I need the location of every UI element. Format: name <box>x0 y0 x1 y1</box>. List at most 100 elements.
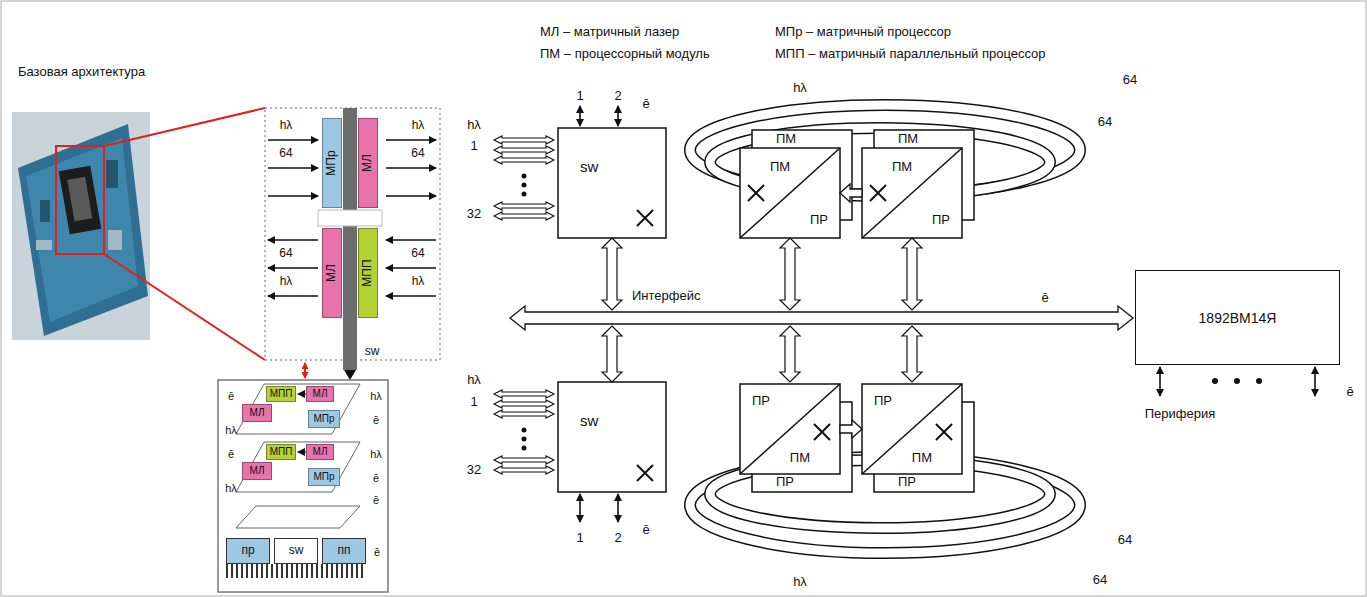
base-architecture-frame <box>318 210 382 226</box>
matrix-laser: МЛ <box>242 462 272 480</box>
module-link-arrow <box>840 184 862 202</box>
stacked-module: ПМ <box>752 130 852 220</box>
signal-label: ē <box>642 97 649 112</box>
optical-port-arrow <box>494 156 554 164</box>
optical-port-arrow <box>522 437 527 442</box>
processor-module: ПРПМ <box>862 384 962 474</box>
channel-count: 64 <box>1098 115 1112 130</box>
electrical-port-arrow <box>579 494 581 522</box>
optical-port-arrow <box>494 400 554 408</box>
matrix-parallel-processor: МПП <box>358 228 378 318</box>
node-text: МЛ <box>313 446 328 458</box>
node-text: sw <box>580 158 598 175</box>
channel-count: 64 <box>411 247 424 261</box>
board-photo <box>56 146 104 254</box>
signal-label: hλ <box>280 275 293 289</box>
switch-symbol <box>637 465 653 481</box>
switch-block: sw <box>274 538 318 564</box>
matrix-parallel-processor: МПП <box>266 386 296 402</box>
optical-arrow <box>386 139 436 140</box>
optical-port-arrow <box>522 428 527 433</box>
signal-label: hλ <box>412 275 425 289</box>
matrix-laser: МЛ <box>306 444 334 460</box>
zoom-line <box>304 363 306 378</box>
ellipsis-dots <box>1212 378 1262 384</box>
node-text: МЛ <box>325 264 339 282</box>
node-text: МПП <box>270 446 293 458</box>
optical-port-arrow <box>494 136 554 144</box>
signal-label: hλ <box>793 81 807 96</box>
section-title: Базовая архитектура <box>18 65 145 80</box>
port-number: 2 <box>614 531 621 546</box>
zoom-line <box>104 254 265 360</box>
matrix-laser: МЛ <box>322 228 342 318</box>
module-outline <box>558 128 974 492</box>
optical-port-arrow <box>522 192 527 197</box>
signal-label: hλ <box>467 118 481 133</box>
board-photo <box>12 112 150 340</box>
node-text: МПр <box>325 150 339 175</box>
node-text: МПр <box>313 413 334 425</box>
matrix-laser: МЛ <box>306 386 334 402</box>
optical-port-arrow <box>494 212 554 220</box>
interface-bus <box>602 326 622 382</box>
signal-label: ē <box>642 523 649 538</box>
switch-label: sw <box>365 345 380 359</box>
node-text: sw <box>289 544 304 558</box>
signal-label: ē <box>374 546 380 559</box>
port-number: 1 <box>470 395 477 410</box>
signal-label: ē <box>1346 385 1353 400</box>
module-outline <box>862 384 962 474</box>
ellipsis-dots <box>1256 378 1262 384</box>
node-text: пп <box>338 544 351 558</box>
module-outline <box>740 384 840 474</box>
node-text: 1892ВМ14Я <box>1199 309 1277 325</box>
switch-symbol <box>814 424 830 440</box>
channel-count: 64 <box>279 247 292 261</box>
module-outline <box>862 148 962 238</box>
node-text: ПР <box>810 213 828 228</box>
legend-text: МПр – матричный процессор <box>775 25 951 40</box>
signal-label: ē <box>228 390 234 403</box>
board-photo <box>12 112 150 340</box>
signal-label: hλ <box>370 448 382 461</box>
stack-frame <box>218 380 388 592</box>
optical-port-arrow <box>494 146 554 154</box>
stack-frame <box>298 394 306 395</box>
optical-arrow <box>268 139 318 140</box>
matrix-processor: МПр <box>322 118 342 208</box>
optical-arrow <box>268 140 436 296</box>
optical-arrow <box>268 167 318 168</box>
node-text: ПМ <box>898 132 918 147</box>
optical-arrow <box>386 195 436 196</box>
port-number: 1 <box>576 531 583 546</box>
stack-frame <box>236 384 360 434</box>
processor-module: ПМПР <box>862 148 962 238</box>
stacked-module: ПМ <box>874 130 974 220</box>
signal-label: hλ <box>467 373 481 388</box>
bus-label: Интерфейс <box>632 289 700 304</box>
interface-bus <box>902 238 922 310</box>
ellipsis-dots <box>1234 378 1240 384</box>
processor-module: ПРПМ <box>740 384 840 474</box>
signal-label: hλ <box>370 390 382 403</box>
optical-port-arrow <box>494 390 554 398</box>
node-text: МПП <box>270 388 293 400</box>
optical-port-arrow <box>494 410 554 418</box>
interface-bus <box>602 238 622 310</box>
stack-frame <box>226 564 366 578</box>
stacked-module: ПР <box>752 402 852 492</box>
ellipsis-dots <box>1212 378 1218 384</box>
port-number: 1 <box>576 89 583 104</box>
optical-arrow <box>268 239 318 240</box>
signal-label: hλ <box>225 424 237 437</box>
module-outline <box>558 128 666 238</box>
board-photo <box>18 124 148 336</box>
port-number: 1 <box>470 139 477 154</box>
switch-symbol <box>870 185 886 201</box>
node-text: МЛ <box>250 407 265 419</box>
interface-bus <box>780 326 800 382</box>
interface-bus <box>510 238 1133 382</box>
signal-label: ē <box>1041 291 1048 306</box>
